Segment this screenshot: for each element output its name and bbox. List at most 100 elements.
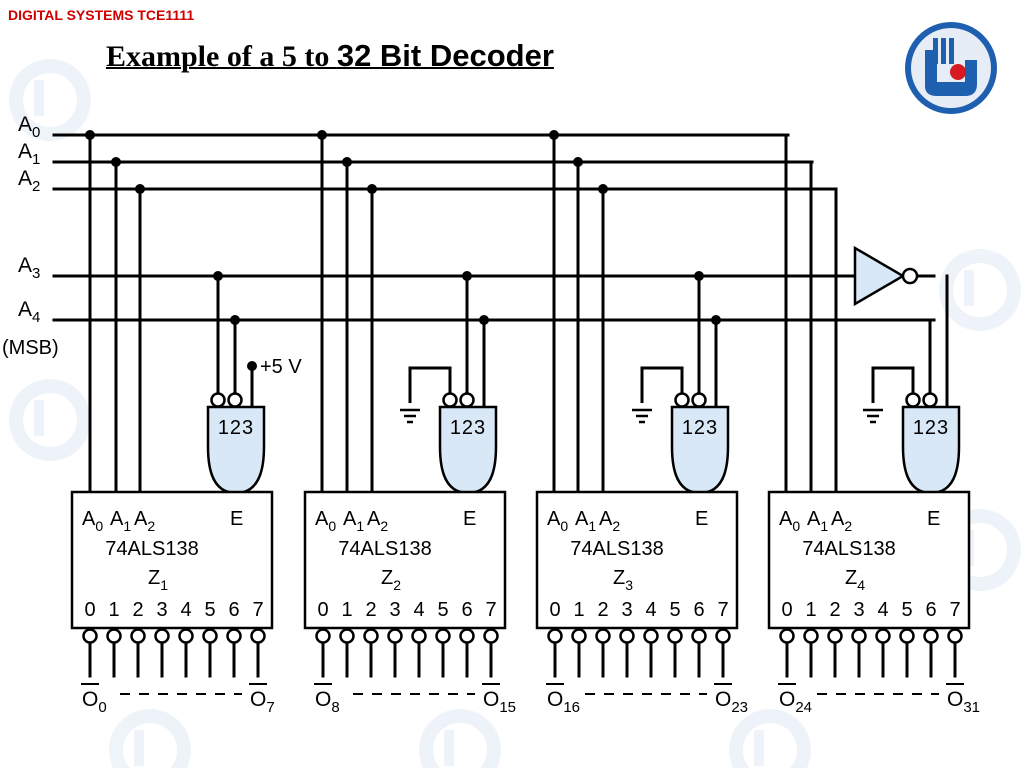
chip-body xyxy=(535,490,739,630)
chip-pin-label: A0 xyxy=(315,508,336,534)
chip-body xyxy=(767,490,971,630)
junction-dot xyxy=(573,157,583,167)
output-bubble xyxy=(923,628,939,644)
decoder-chip xyxy=(767,490,971,630)
output-bubble xyxy=(595,628,611,644)
output-pin-number: 1 xyxy=(573,599,584,621)
watermark-bar xyxy=(34,400,44,436)
output-bubble xyxy=(571,628,587,644)
output-bubble xyxy=(715,628,731,644)
watermark-ring xyxy=(419,709,501,768)
output-bubble xyxy=(387,628,403,644)
output-pin-number: 2 xyxy=(132,599,143,621)
output-pin-number: 7 xyxy=(717,599,728,621)
inverter-gate xyxy=(853,245,919,307)
output-bubble xyxy=(547,628,563,644)
title-serif-part: Example of a 5 to xyxy=(106,40,337,73)
output-pin-number: 0 xyxy=(781,599,792,621)
ground-icon xyxy=(400,408,420,424)
chip-enable-label: E xyxy=(463,508,476,530)
chip-pin-label: A1 xyxy=(343,508,364,534)
ground-wire xyxy=(871,366,915,403)
junction-dot xyxy=(598,184,608,194)
ground-wire xyxy=(640,366,684,403)
chip-enable-label: E xyxy=(230,508,243,530)
output-bubble xyxy=(803,628,819,644)
output-bubble xyxy=(339,628,355,644)
gate-input-bubble xyxy=(442,392,458,408)
output-bubble xyxy=(250,628,266,644)
output-pin-number: 0 xyxy=(84,599,95,621)
junction-dot xyxy=(711,315,721,325)
gate-input-bubble xyxy=(674,392,690,408)
watermark-bar xyxy=(34,80,44,116)
junction-dot xyxy=(367,184,377,194)
title-sans-part: 32 Bit Decoder xyxy=(336,38,554,73)
chip-pin-label: A0 xyxy=(779,508,800,534)
output-label-last: O23 xyxy=(715,688,748,716)
chip-pin-label: A2 xyxy=(134,508,155,534)
output-pin-number: 6 xyxy=(461,599,472,621)
wires xyxy=(52,133,957,678)
junction-dot xyxy=(462,271,472,281)
decoder-chip xyxy=(70,490,274,630)
output-pin-number: 5 xyxy=(901,599,912,621)
output-pin-number: 3 xyxy=(156,599,167,621)
output-pin-number: 7 xyxy=(485,599,496,621)
junction-dot xyxy=(230,315,240,325)
output-bubble xyxy=(202,628,218,644)
chip-enable-label: E xyxy=(927,508,940,530)
output-pin-number: 2 xyxy=(365,599,376,621)
chip-body xyxy=(70,490,274,630)
ground-icon xyxy=(632,408,652,424)
chip-pin-label: A2 xyxy=(599,508,620,534)
input-label: A0 xyxy=(18,113,40,141)
enable-and-gate: 123 xyxy=(438,392,498,495)
watermark-bar xyxy=(444,730,454,766)
output-label-last: O15 xyxy=(483,688,516,716)
output-bubble xyxy=(363,628,379,644)
supply-label: +5 V xyxy=(260,356,302,378)
chip-pin-label: A1 xyxy=(575,508,596,534)
chip-pin-label: A1 xyxy=(807,508,828,534)
output-bubble xyxy=(827,628,843,644)
chip-designator: Z3 xyxy=(613,567,633,593)
gate-input-bubble xyxy=(905,392,921,408)
input-label: A4 xyxy=(18,298,40,326)
gate-pin-numbers: 123 xyxy=(682,417,718,439)
chip-part-number: 74ALS138 xyxy=(802,538,895,560)
chip-pin-label: A0 xyxy=(547,508,568,534)
watermark-logo-icon xyxy=(9,379,91,461)
junction-dot xyxy=(85,130,95,140)
output-bubble xyxy=(899,628,915,644)
background-watermark xyxy=(9,59,1021,768)
watermark-logo-icon xyxy=(419,709,501,768)
output-bubble xyxy=(643,628,659,644)
output-label-first: O8 xyxy=(315,688,340,716)
watermark-logo-icon xyxy=(939,249,1021,331)
gate-pin-numbers: 123 xyxy=(913,417,949,439)
output-bubble xyxy=(875,628,891,644)
output-pin-number: 3 xyxy=(853,599,864,621)
junction-dot xyxy=(317,130,327,140)
input-label: A3 xyxy=(18,254,40,282)
watermark-bar xyxy=(964,270,974,306)
msb-note: (MSB) xyxy=(2,337,59,359)
output-pin-number: 4 xyxy=(180,599,191,621)
chip-pin-label: A2 xyxy=(367,508,388,534)
chip-part-number: 74ALS138 xyxy=(338,538,431,560)
gate-input-bubble xyxy=(459,392,475,408)
output-pin-number: 1 xyxy=(805,599,816,621)
output-bubble xyxy=(483,628,499,644)
chip-body xyxy=(303,490,507,630)
chip-designator: Z1 xyxy=(148,567,168,593)
ground-icon xyxy=(863,408,883,424)
junction-dot xyxy=(694,271,704,281)
enable-and-gate: 123 xyxy=(670,392,730,495)
junction-dot xyxy=(213,271,223,281)
output-pin-number: 0 xyxy=(317,599,328,621)
output-pin-number: 1 xyxy=(108,599,119,621)
output-pin-number: 4 xyxy=(645,599,656,621)
chip-designator: Z2 xyxy=(381,567,401,593)
